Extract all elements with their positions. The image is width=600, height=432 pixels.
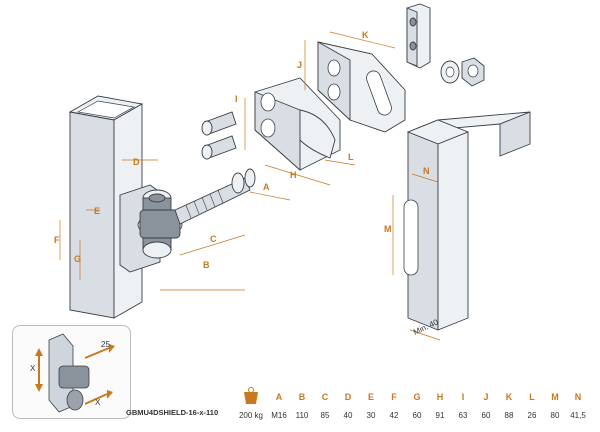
mounting-plate [317, 41, 406, 133]
spec-value-e: 30 [366, 410, 376, 420]
spec-load-value: 200 kg [238, 410, 264, 420]
spec-header-a: A [275, 392, 283, 402]
hinge-body [119, 184, 183, 273]
inset-x-label-right: X [95, 398, 101, 407]
spec-header-g: G [413, 392, 421, 402]
spec-value-c: 85 [320, 410, 330, 420]
inset-diagram [35, 333, 115, 413]
spec-value-f: 42 [389, 410, 399, 420]
spec-value-k: 88 [504, 410, 514, 420]
dim-k-label: K [362, 30, 369, 40]
washer-nut [440, 57, 485, 87]
spec-header-m: M [551, 392, 559, 402]
right-post [403, 111, 531, 331]
spec-header-b: B [298, 392, 306, 402]
spec-value-b: 110 [295, 410, 309, 420]
spec-header-k: K [505, 392, 513, 402]
dim-j-label: J [297, 60, 302, 70]
spec-value-i: 63 [458, 410, 468, 420]
spec-header-c: C [321, 392, 329, 402]
spec-header-d: D [344, 392, 352, 402]
dim-n-label: N [423, 166, 430, 176]
spec-header-i: I [461, 392, 465, 402]
spec-value-a: M16 [271, 410, 287, 420]
backing-block [406, 3, 431, 69]
dimension-lines [59, 31, 441, 341]
inset-angle-label: 25 [101, 340, 110, 349]
spec-value-row: GBMU4DSHIELD-16-x-110 200 kg M16 110 85 … [126, 408, 596, 422]
spec-header-l: L [529, 392, 535, 402]
inset-x-label-left: X [30, 364, 36, 373]
dim-c-label: C [210, 234, 217, 244]
dim-a-label: A [263, 182, 270, 192]
dim-h-label: H [290, 170, 297, 180]
spec-value-l: 26 [527, 410, 537, 420]
spec-value-d: 40 [343, 410, 353, 420]
spec-value-j: 60 [481, 410, 491, 420]
dim-b-label: B [203, 260, 210, 270]
adjustment-inset: X X 25 [12, 325, 131, 419]
hinge-bracket [254, 77, 341, 172]
spec-header-row: A B C D E F G H I J K L M N [126, 390, 596, 404]
weight-icon [244, 387, 258, 404]
threaded-bolt [174, 168, 256, 225]
spec-header-e: E [367, 392, 374, 402]
spec-header-f: F [391, 392, 397, 402]
spec-value-n: 41,5 [570, 410, 586, 420]
dim-d-label: D [133, 157, 140, 167]
spec-header-h: H [436, 392, 444, 402]
spec-value-m: 80 [550, 410, 560, 420]
spec-header-n: N [574, 392, 582, 402]
dim-m-label: M [384, 224, 392, 234]
dim-l-label: L [348, 152, 354, 162]
dim-f-label: F [54, 235, 60, 245]
screws [201, 111, 237, 160]
dim-e-label: E [94, 206, 100, 216]
spec-value-h: 91 [435, 410, 445, 420]
dim-i-label: I [235, 94, 238, 104]
spec-header-j: J [483, 392, 489, 402]
spec-table: A B C D E F G H I J K L M N GBMU4DSHIELD… [126, 388, 596, 428]
spec-model-name: GBMU4DSHIELD-16-x-110 [126, 408, 219, 417]
dim-g-label: G [74, 254, 81, 264]
spec-value-g: 60 [412, 410, 422, 420]
